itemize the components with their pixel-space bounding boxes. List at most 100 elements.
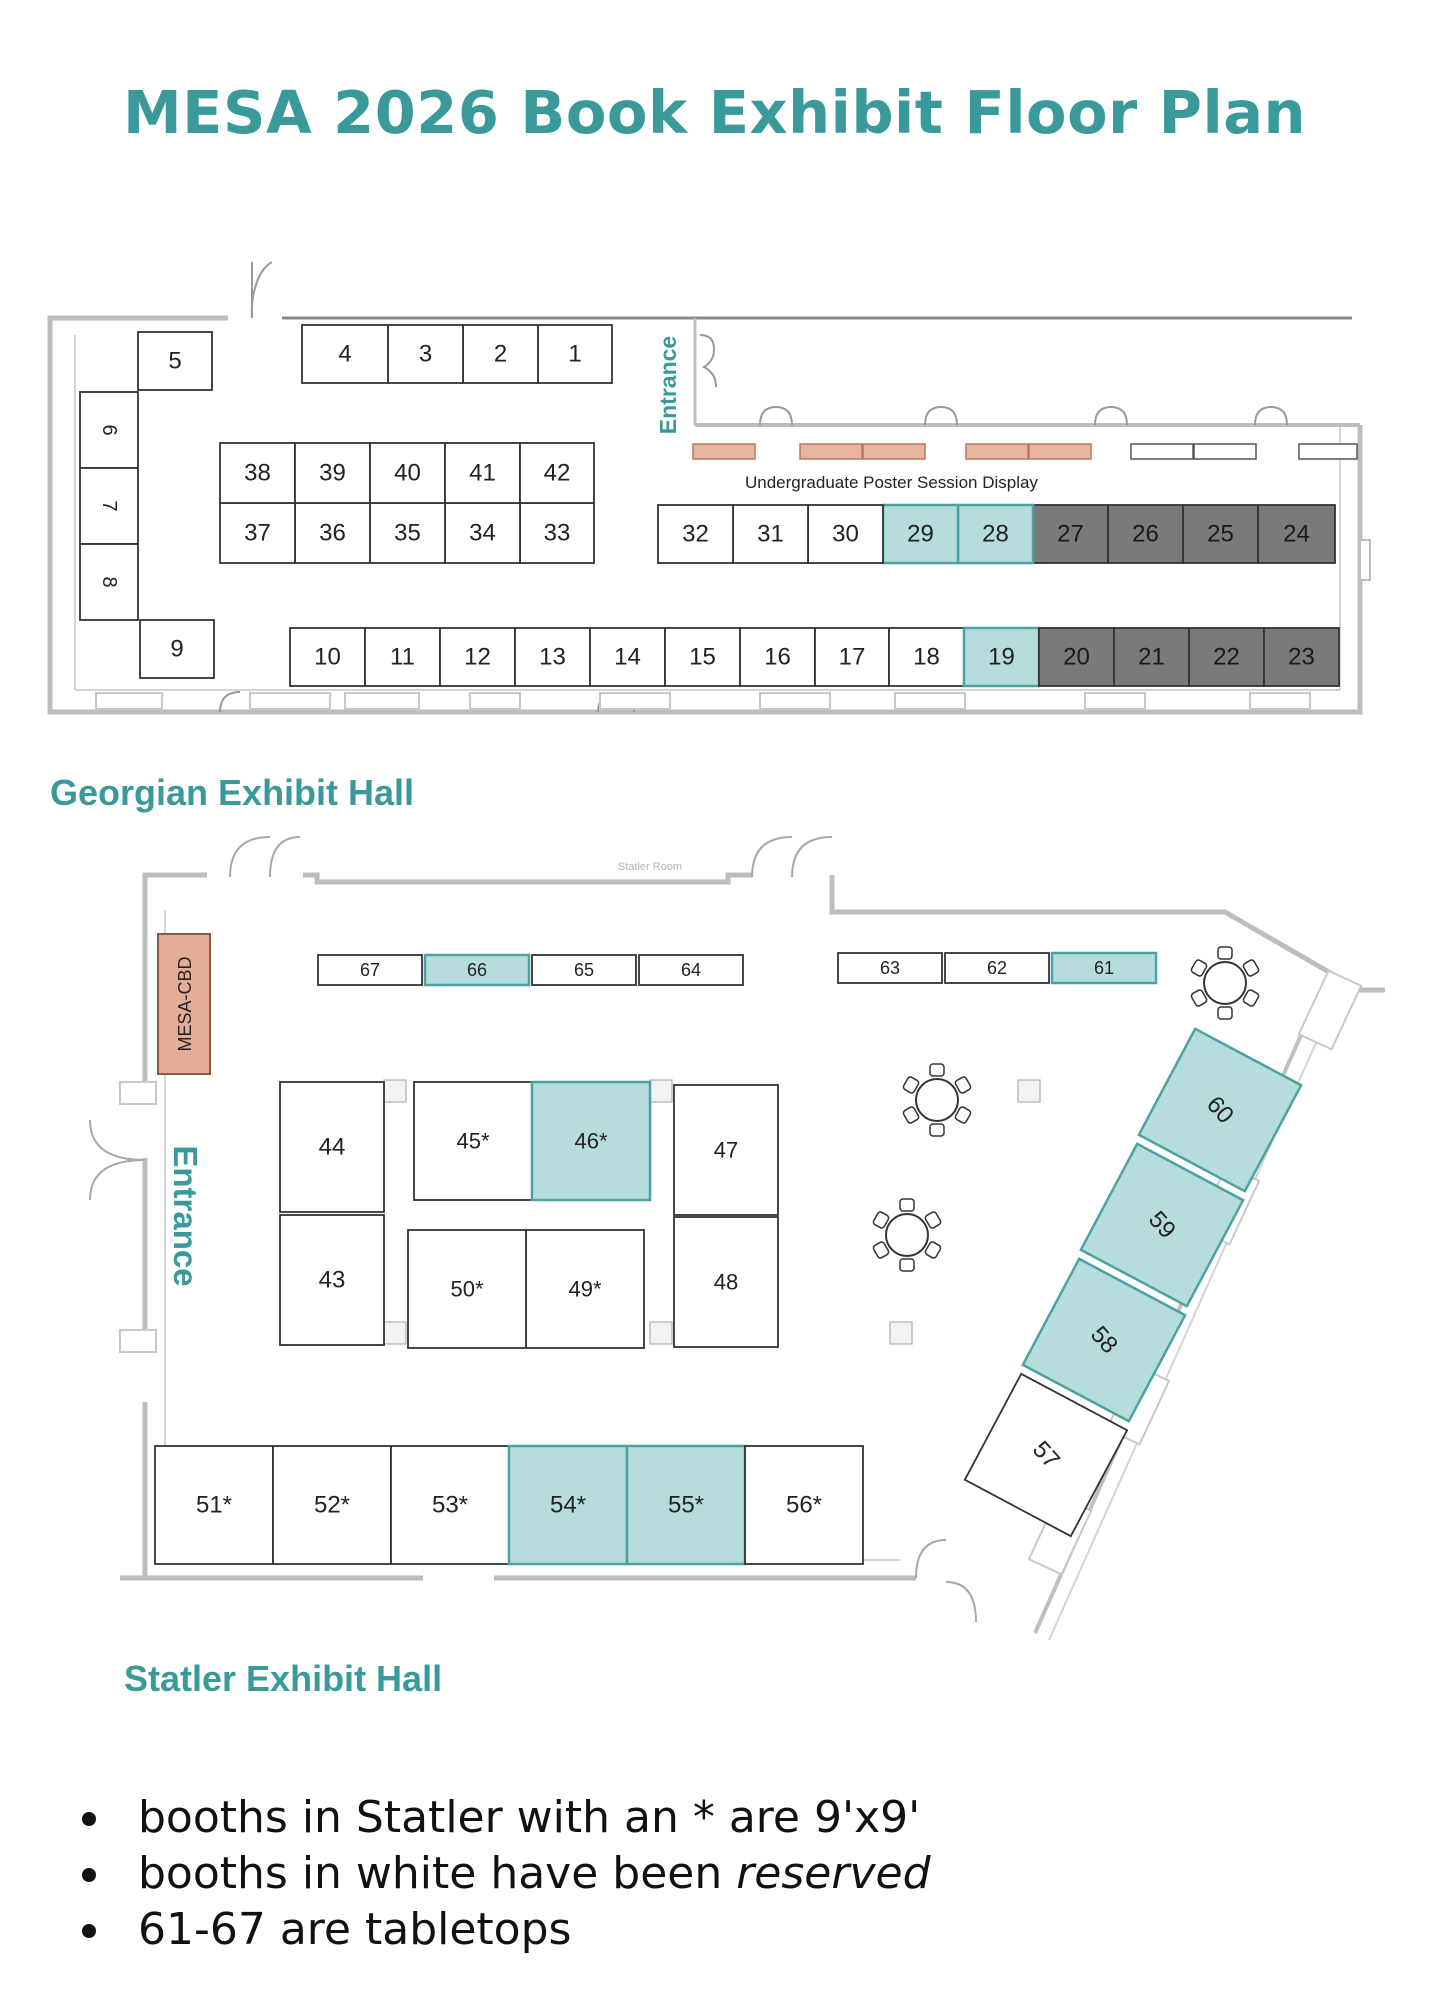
booth-number: 33 (544, 520, 571, 547)
booth-14: 14 (589, 627, 666, 687)
booth-box (444, 502, 521, 564)
booth-61: 61 (1050, 951, 1158, 985)
booth-box (272, 1445, 392, 1565)
booth-41: 41 (444, 442, 521, 504)
round-tables (872, 946, 1260, 1272)
booth-number: 56* (786, 1492, 822, 1519)
booth-59: 59 (1079, 1142, 1245, 1308)
booth-box (139, 619, 215, 679)
booth-box (664, 627, 741, 687)
statler-doors (89, 836, 977, 1623)
chair (924, 1211, 942, 1229)
booth-30: 30 (807, 504, 884, 564)
booth-number: 37 (244, 520, 271, 547)
booth-number: 1 (568, 341, 581, 368)
poster-session-label: Undergraduate Poster Session Display (745, 473, 1038, 492)
booth-box (294, 442, 371, 504)
round-table (1190, 946, 1260, 1020)
booth-box (837, 952, 943, 984)
chair (929, 1063, 945, 1077)
booth-2: 2 (462, 324, 539, 384)
booth-box (154, 1445, 274, 1565)
booth-31: 31 (732, 504, 809, 564)
booth-number: 13 (539, 644, 566, 671)
booth-17: 17 (814, 627, 890, 687)
booth-box (507, 1444, 629, 1566)
booth-number: 49* (568, 1277, 601, 1302)
booth-number: 9 (170, 636, 183, 663)
booth-number: 67 (360, 960, 380, 980)
booth-box (369, 502, 446, 564)
chair (1190, 959, 1208, 977)
booth-number: 2 (494, 341, 507, 368)
chair (872, 1211, 890, 1229)
round-table (902, 1063, 972, 1137)
chair (1242, 959, 1260, 977)
booth-19: 19 (962, 626, 1041, 688)
georgian-walls (47, 261, 1371, 715)
booth-number: 11 (390, 644, 415, 671)
booth-64: 64 (638, 954, 744, 986)
booth-box (537, 324, 613, 384)
chair (902, 1076, 920, 1094)
booth-57: 57 (963, 1372, 1129, 1538)
chair (899, 1258, 915, 1272)
note-item: 61-67 are tabletops (78, 1902, 931, 1958)
booth-box (625, 1444, 747, 1566)
mesa-cbd-label: MESA-CBD (175, 956, 195, 1051)
booth-66: 66 (423, 953, 531, 987)
chair (899, 1198, 915, 1212)
booth-number: 10 (314, 644, 341, 671)
notes-list: booths in Statler with an * are 9'x9' bo… (78, 1790, 931, 1958)
pillar (1017, 1079, 1041, 1103)
booth-box (732, 504, 809, 564)
booth-box (739, 627, 816, 687)
booth-7: 7 (79, 467, 139, 545)
booth-number: 21 (1138, 644, 1165, 671)
booth-4: 4 (301, 324, 389, 384)
booth-number: 17 (839, 644, 866, 671)
note-emphasis: reserved (736, 1848, 931, 1899)
booth-48: 48 (673, 1216, 779, 1348)
booth-37: 37 (219, 502, 296, 564)
booth-box (317, 954, 423, 986)
booth-number: 54* (550, 1492, 586, 1519)
booth-number: 62 (987, 958, 1007, 978)
booth-box (364, 627, 441, 687)
booth-box (530, 1080, 652, 1202)
booth-number: 51* (196, 1492, 232, 1519)
booth-40: 40 (369, 442, 446, 504)
booth-number: 66 (467, 960, 487, 980)
booth-53: 53* (390, 1445, 510, 1565)
booth-15: 15 (664, 627, 741, 687)
booth-box (1032, 504, 1109, 564)
booth-box (1107, 504, 1184, 564)
booth-number: 34 (469, 520, 496, 547)
booth-1: 1 (537, 324, 613, 384)
booth-box (219, 442, 296, 504)
booth-box (744, 1445, 864, 1565)
pillar (649, 1079, 673, 1103)
mesa-cbd-booth: MESA-CBD (157, 933, 211, 1075)
chair (929, 1123, 945, 1137)
poster-board (1298, 443, 1358, 460)
booth-box (369, 442, 446, 504)
booth-number: 53* (432, 1492, 468, 1519)
statler-room-label: Statler Room (618, 861, 682, 873)
note-text: 61-67 are tabletops (138, 1904, 572, 1955)
booth-23: 23 (1263, 627, 1340, 687)
booth-number: 25 (1207, 521, 1234, 548)
booth-number: 44 (319, 1134, 346, 1161)
booth-number: 40 (394, 460, 421, 487)
booth-18: 18 (888, 627, 965, 687)
booth-number: 22 (1213, 644, 1240, 671)
booth-box (439, 627, 516, 687)
pillar (889, 1321, 913, 1345)
booth-number: 29 (907, 521, 934, 548)
booth-number: 27 (1057, 521, 1084, 548)
booth-45: 45* (413, 1081, 533, 1201)
chair (902, 1106, 920, 1124)
booth-24: 24 (1257, 504, 1336, 564)
booth-44: 44 (279, 1081, 385, 1213)
